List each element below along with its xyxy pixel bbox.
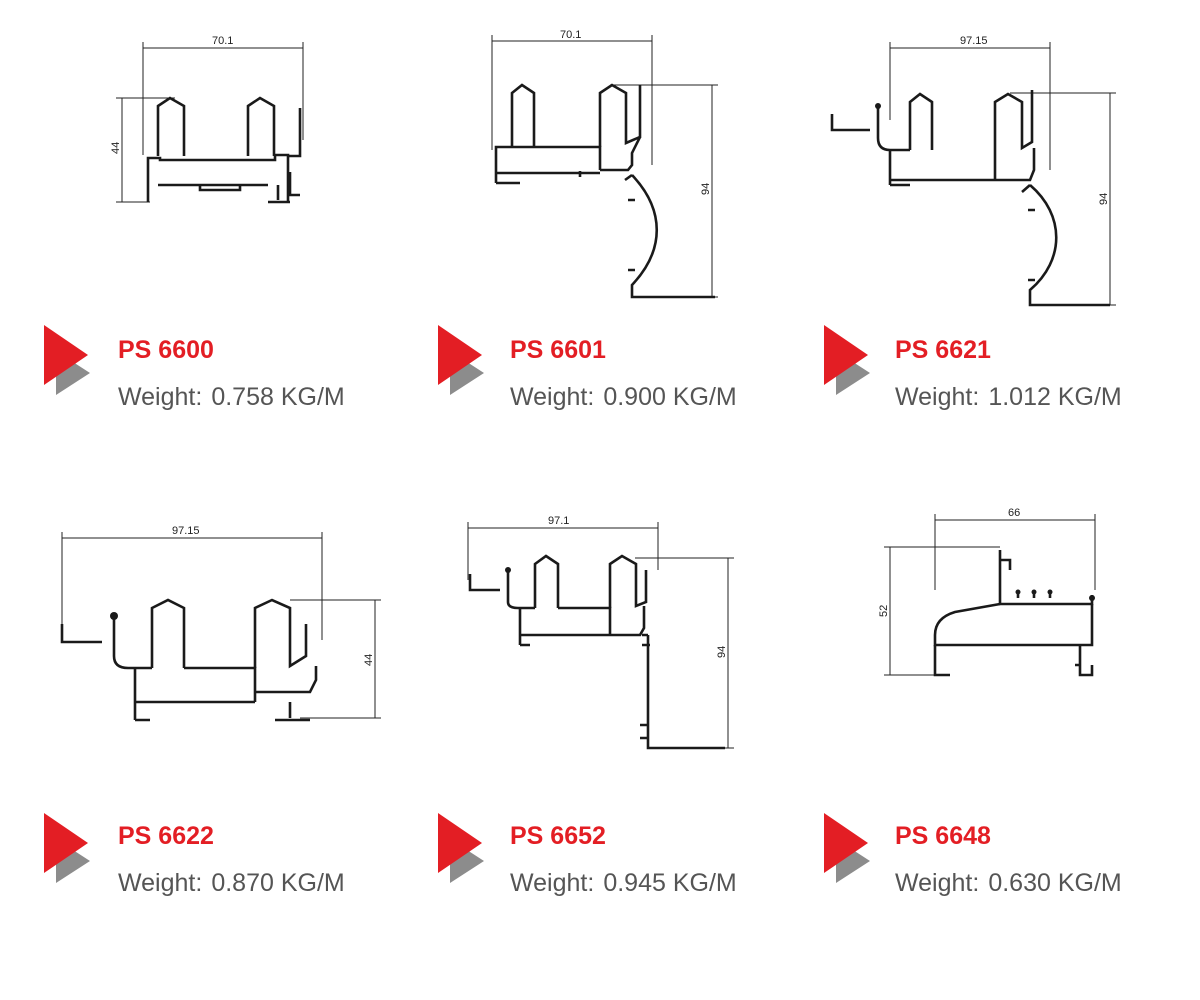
profile-weight: Weight: 0.870 KG/M [118, 869, 345, 898]
profile-code: PS 6600 [118, 336, 214, 364]
play-arrow-icon [824, 325, 870, 395]
profile-drawing-ps6652: 97.1 94 [467, 515, 734, 750]
dim-width: 97.15 [172, 525, 200, 537]
profile-weight: Weight: 0.758 KG/M [118, 383, 345, 412]
profile-weight: Weight: 1.012 KG/M [895, 383, 1122, 412]
profile-code: PS 6622 [118, 822, 214, 850]
profile-drawing-ps6648: 66 52 [878, 507, 1096, 677]
profile-drawing-ps6600: 70.1 44 [110, 35, 304, 204]
profile-code: PS 6601 [510, 336, 606, 364]
dim-width: 66 [1008, 507, 1020, 519]
profile-code: PS 6648 [895, 822, 991, 850]
play-arrow-icon [438, 813, 484, 883]
weight-label: Weight: [510, 869, 595, 897]
weight-value: 0.758 KG/M [211, 383, 345, 411]
dim-width: 97.1 [548, 515, 569, 527]
dim-height: 94 [716, 646, 728, 658]
dim-height: 94 [700, 183, 712, 195]
dim-width: 70.1 [560, 29, 581, 41]
play-arrow-icon [824, 813, 870, 883]
weight-value: 1.012 KG/M [988, 383, 1122, 411]
profile-drawing-ps6621: 97.15 94 [830, 35, 1116, 307]
profile-code: PS 6652 [510, 822, 606, 850]
weight-label: Weight: [895, 383, 980, 411]
profile-weight: Weight: 0.945 KG/M [510, 869, 737, 898]
profile-code: PS 6621 [895, 336, 991, 364]
weight-value: 0.945 KG/M [603, 869, 737, 897]
weight-label: Weight: [895, 869, 980, 897]
weight-value: 0.870 KG/M [211, 869, 345, 897]
dim-height: 94 [1098, 193, 1110, 205]
profile-drawing-ps6622: 97.15 44 [60, 525, 381, 722]
dim-width: 97.15 [960, 35, 988, 47]
dim-height: 44 [110, 142, 122, 154]
dim-height: 44 [363, 654, 375, 666]
profile-drawing-ps6601: 70.1 94 [491, 29, 718, 299]
profile-weight: Weight: 0.630 KG/M [895, 869, 1122, 898]
play-arrow-icon [44, 325, 90, 395]
play-arrow-icon [438, 325, 484, 395]
weight-label: Weight: [118, 869, 203, 897]
dim-height: 52 [878, 605, 890, 617]
profile-weight: Weight: 0.900 KG/M [510, 383, 737, 412]
weight-label: Weight: [510, 383, 595, 411]
weight-value: 0.630 KG/M [988, 869, 1122, 897]
weight-value: 0.900 KG/M [603, 383, 737, 411]
play-arrow-icon [44, 813, 90, 883]
weight-label: Weight: [118, 383, 203, 411]
dim-width: 70.1 [212, 35, 233, 47]
